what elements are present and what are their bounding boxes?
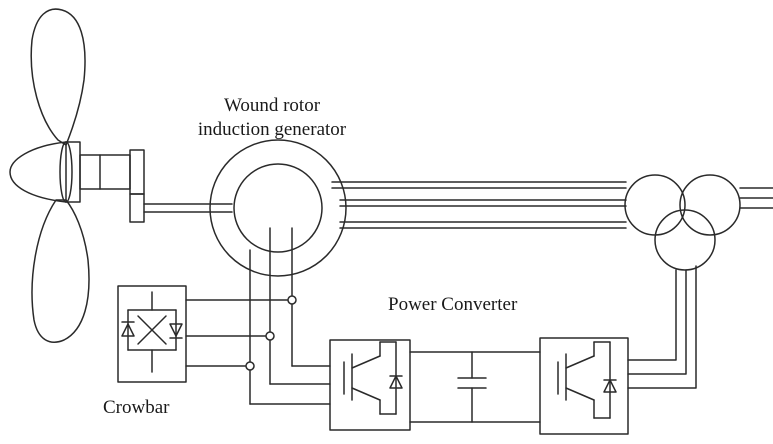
hub-nose	[10, 142, 66, 202]
gearbox-coupling	[130, 150, 144, 194]
generator-title-line2: induction generator	[197, 119, 347, 140]
rotor-side-converter-icon	[330, 340, 410, 430]
crowbar-label: Crowbar	[103, 397, 170, 418]
thyristor-crowbar-icon	[118, 286, 186, 382]
stator	[210, 140, 346, 276]
power-converter-label: Power Converter	[388, 294, 518, 315]
upper-blade	[31, 9, 85, 145]
rotor	[234, 164, 322, 252]
wind-turbine-icon	[10, 9, 232, 342]
capacitor-icon	[458, 352, 486, 422]
generator-title: Wound rotor induction generator	[174, 94, 370, 142]
stator-three-phase-lines	[332, 182, 626, 228]
generator-title-line1: Wound rotor	[223, 95, 321, 116]
wound-rotor-generator-icon	[210, 140, 346, 276]
grid-side-converter-icon	[540, 338, 628, 434]
lower-blade	[32, 200, 89, 342]
rotor-leads	[250, 228, 292, 404]
three-winding-transformer-icon	[625, 175, 740, 270]
nacelle-shaft	[80, 155, 130, 189]
coupling-block	[130, 194, 144, 222]
